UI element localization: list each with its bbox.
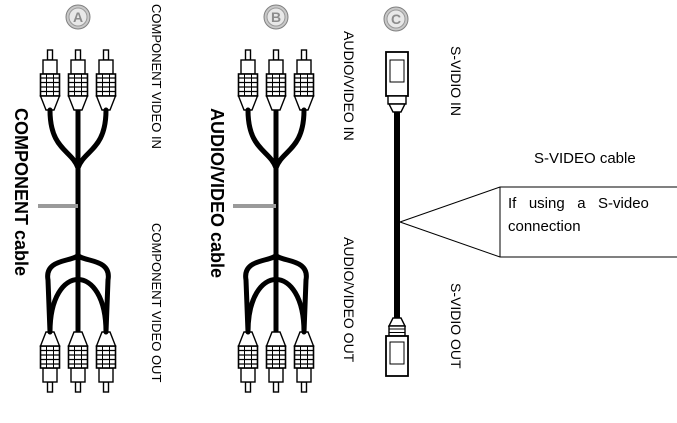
s-video-cable-label: S-VIDEO cable bbox=[534, 150, 636, 167]
s-video-cable bbox=[385, 51, 409, 377]
component-video-out-label: COMPONENT VIDEO OUT bbox=[149, 223, 164, 383]
component-cable bbox=[39, 49, 117, 393]
audio-video-plug-top-1 bbox=[237, 49, 259, 111]
component-cable-title: COMPONENT cable bbox=[11, 108, 31, 277]
s-video-note-line-1: If using a S-video bbox=[508, 195, 649, 212]
s-video-note-line-2: connection bbox=[508, 218, 581, 235]
component-video-in-label: COMPONENT VIDEO IN bbox=[149, 4, 164, 149]
s-video-out-label: S-VIDIO OUT bbox=[448, 283, 464, 369]
audio-video-wire-top-right bbox=[273, 107, 307, 171]
badge-a-letter: A bbox=[73, 9, 83, 25]
audio-video-cable bbox=[237, 49, 315, 393]
component-plug-bottom-2 bbox=[67, 331, 89, 393]
badge-c-letter: C bbox=[391, 11, 401, 27]
audio-video-plug-bottom-3 bbox=[293, 331, 315, 393]
audio-video-plug-top-2 bbox=[265, 49, 287, 111]
component-wire-bottom-arch bbox=[47, 277, 109, 333]
audio-video-out-label: AUDIO/VIDEO OUT bbox=[341, 237, 357, 363]
component-plug-top-2 bbox=[67, 49, 89, 111]
audio-video-plug-top-3 bbox=[293, 49, 315, 111]
audio-video-cable-title: AUDIO/VIDEO cable bbox=[207, 108, 227, 279]
component-plug-top-3 bbox=[95, 49, 117, 111]
badge-c: C bbox=[383, 6, 409, 32]
badge-a: A bbox=[65, 4, 91, 30]
audio-video-wire-bottom-arch bbox=[245, 277, 307, 333]
s-video-neck-bottom bbox=[388, 325, 406, 337]
audio-video-plug-bottom-1 bbox=[237, 331, 259, 393]
audio-video-plug-bottom-2 bbox=[265, 331, 287, 393]
component-plug-bottom-3 bbox=[95, 331, 117, 393]
s-video-in-label: S-VIDIO IN bbox=[448, 46, 464, 117]
component-title-pointer bbox=[38, 204, 78, 208]
badge-b: B bbox=[263, 4, 289, 30]
s-video-neck-top bbox=[387, 95, 407, 105]
component-wire-top-left bbox=[47, 107, 81, 171]
badge-b-letter: B bbox=[271, 9, 281, 25]
component-wire-top-right bbox=[75, 107, 109, 171]
audio-video-wire-top-left bbox=[245, 107, 279, 171]
audio-video-title-pointer bbox=[233, 204, 276, 208]
component-plug-bottom-1 bbox=[39, 331, 61, 393]
audio-video-in-label: AUDIO/VIDEO IN bbox=[341, 31, 357, 141]
component-plug-top-1 bbox=[39, 49, 61, 111]
